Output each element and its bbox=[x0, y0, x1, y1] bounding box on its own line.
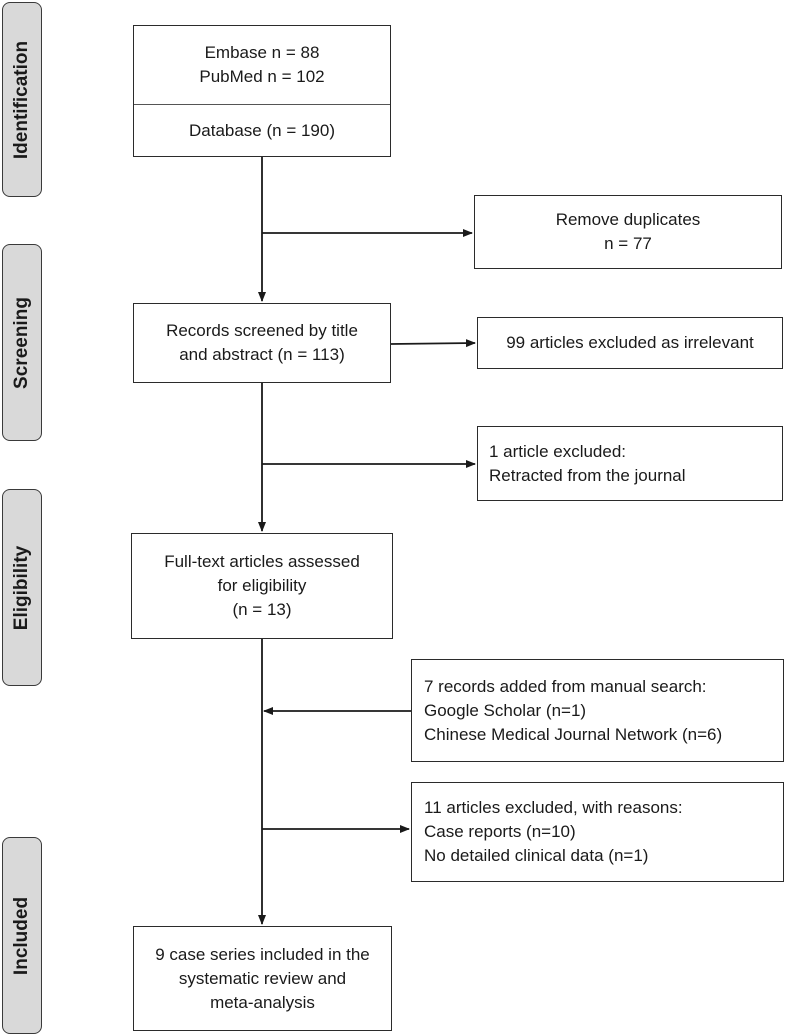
included-box: 9 case series included in the systematic… bbox=[133, 926, 392, 1031]
identification-box: Embase n = 88 PubMed n = 102 Database (n… bbox=[133, 25, 391, 157]
retracted-line-1: 1 article excluded: bbox=[489, 441, 627, 461]
fulltext-line-3: (n = 13) bbox=[232, 600, 292, 619]
stage-identification: Identification bbox=[2, 2, 42, 197]
irrelevant-box: 99 articles excluded as irrelevant bbox=[477, 317, 783, 369]
excluded-line-2: Case reports (n=10) bbox=[424, 822, 576, 841]
manual-line-1: 7 records added from manual search: bbox=[424, 676, 707, 696]
fulltext-box: Full-text articles assessed for eligibil… bbox=[131, 533, 393, 639]
stage-label-eligibility: Eligibility bbox=[11, 545, 32, 630]
screened-line-1: Records screened by title bbox=[166, 321, 358, 340]
database-sources: Embase n = 88 PubMed n = 102 bbox=[134, 26, 390, 104]
stage-screening: Screening bbox=[2, 244, 42, 441]
duplicates-title: Remove duplicates bbox=[555, 210, 701, 229]
source-embase: Embase n = 88 bbox=[204, 43, 320, 62]
stage-label-screening: Screening bbox=[11, 296, 32, 389]
screened-line-2: and abstract (n = 113) bbox=[179, 345, 345, 364]
stage-eligibility: Eligibility bbox=[2, 489, 42, 686]
fulltext-line-1: Full-text articles assessed bbox=[164, 552, 360, 571]
source-pubmed: PubMed n = 102 bbox=[199, 67, 325, 86]
included-line-2: systematic review and bbox=[178, 968, 347, 988]
manual-line-2: Google Scholar (n=1) bbox=[424, 700, 587, 720]
excluded-reasons-box: 11 articles excluded, with reasons: Case… bbox=[411, 782, 784, 882]
stage-label-included: Included bbox=[11, 896, 32, 975]
screened-box: Records screened by title and abstract (… bbox=[133, 303, 391, 383]
included-line-1: 9 case series included in the bbox=[155, 944, 370, 964]
database-total: Database (n = 190) bbox=[134, 105, 390, 156]
manual-search-box: 7 records added from manual search: Goog… bbox=[411, 659, 784, 762]
stage-label-identification: Identification bbox=[11, 40, 32, 159]
fulltext-line-2: for eligibility bbox=[217, 576, 307, 595]
box-divider bbox=[134, 104, 390, 105]
duplicates-box: Remove duplicates n = 77 bbox=[474, 195, 782, 269]
retracted-box: 1 article excluded: Retracted from the j… bbox=[477, 426, 783, 501]
excluded-line-1: 11 articles excluded, with reasons: bbox=[424, 798, 683, 817]
database-total-label: Database (n = 190) bbox=[188, 120, 335, 140]
stage-included: Included bbox=[2, 837, 42, 1034]
retracted-line-2: Retracted from the journal bbox=[489, 465, 686, 485]
manual-line-3: Chinese Medical Journal Network (n=6) bbox=[424, 724, 723, 744]
arrow-to-irrelevant bbox=[390, 339, 476, 348]
excluded-line-3: No detailed clinical data (n=1) bbox=[424, 846, 649, 865]
included-line-3: meta-analysis bbox=[210, 992, 315, 1012]
duplicates-count: n = 77 bbox=[604, 234, 652, 253]
irrelevant-text: 99 articles excluded as irrelevant bbox=[506, 333, 754, 352]
